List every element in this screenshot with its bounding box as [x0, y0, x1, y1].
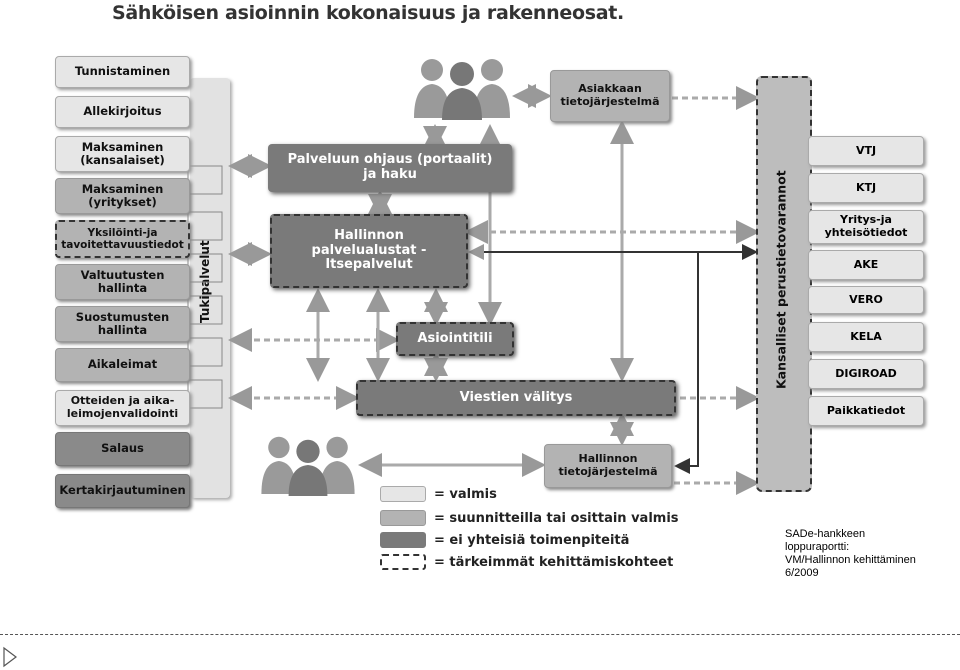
hallinnon-box: Hallinnon tietojärjestelmä: [544, 444, 672, 488]
legend-swatch-dashed: [380, 554, 426, 570]
viestien-box: Viestien välitys: [356, 380, 676, 416]
legend-ei-yhteisia: = ei yhteisiä toimenpiteitä: [380, 532, 629, 548]
registry-digiroad: DIGIROAD: [808, 359, 924, 389]
legend-label: = valmis: [434, 486, 497, 502]
legend-suunnitteilla: = suunnitteilla tai osittain valmis: [380, 510, 679, 526]
legend-swatch-dark: [380, 532, 426, 548]
note-line: 6/2009: [785, 567, 819, 579]
people-group-icon-bottom: [261, 436, 355, 496]
registry-ktj: KTJ: [808, 173, 924, 203]
legend-swatch-mid: [380, 510, 426, 526]
registry-ake: AKE: [808, 250, 924, 280]
service-salaus: Salaus: [55, 432, 190, 466]
legend-swatch-light: [380, 486, 426, 502]
asiakkaan-box: Asiakkaan tietojärjestelmä: [550, 70, 670, 122]
registries-label: Kansalliset perustietovarannot: [773, 170, 789, 390]
registries-column: [756, 76, 812, 492]
support-column: [190, 78, 230, 498]
registry-paikkatiedot: Paikkatiedot: [808, 396, 924, 426]
service-kertakirjautuminen: Kertakirjautuminen: [55, 474, 190, 508]
people-group-icon: [414, 59, 510, 120]
service-aikaleimat: Aikaleimat: [55, 348, 190, 382]
note-line: loppuraportti:: [785, 541, 850, 553]
platform-box: Hallinnon palvelualustat -Itsepalvelut: [270, 214, 468, 288]
legend-tarkeimmat: = tärkeimmät kehittämiskohteet: [380, 554, 673, 570]
service-tunnistaminen: Tunnistaminen: [55, 56, 190, 88]
note-line: SADe-hankkeen: [785, 528, 866, 540]
legend-label: = suunnitteilla tai osittain valmis: [434, 510, 679, 526]
portal-box: Palveluun ohjaus (portaalit) ja haku: [268, 144, 512, 192]
source-note: SADe-hankkeen loppuraportti: VM/Hallinno…: [785, 528, 916, 580]
footer-divider: [0, 634, 960, 635]
registry-yritys: Yritys-ja yhteisötiedot: [808, 210, 924, 244]
legend-label: = ei yhteisiä toimenpiteitä: [434, 532, 630, 548]
service-suostumusten: Suostumusten hallinta: [55, 306, 190, 342]
registry-vtj: VTJ: [808, 136, 924, 166]
asiointitili-box: Asiointitili: [396, 322, 514, 356]
registry-vero: VERO: [808, 286, 924, 314]
legend-label: = tärkeimmät kehittämiskohteet: [434, 554, 674, 570]
service-allekirjoitus: Allekirjoitus: [55, 96, 190, 128]
service-otteiden: Otteiden ja aika-leimojenvalidointi: [55, 390, 190, 426]
service-yksilointi: Yksilöinti-ja tavoitettavuustiedot: [55, 220, 190, 258]
note-line: VM/Hallinnon kehittäminen: [785, 554, 916, 566]
registry-kela: KELA: [808, 322, 924, 352]
service-maksaminen-kansalaiset: Maksaminen (kansalaiset): [55, 136, 190, 172]
service-maksaminen-yritykset: Maksaminen (yritykset): [55, 178, 190, 214]
legend-valmis: = valmis: [380, 486, 497, 502]
diagram-title: Sähköisen asioinnin kokonaisuus ja raken…: [112, 2, 624, 24]
service-valtuutusten: Valtuutusten hallinta: [55, 264, 190, 300]
triangle-play-icon[interactable]: [2, 646, 18, 668]
